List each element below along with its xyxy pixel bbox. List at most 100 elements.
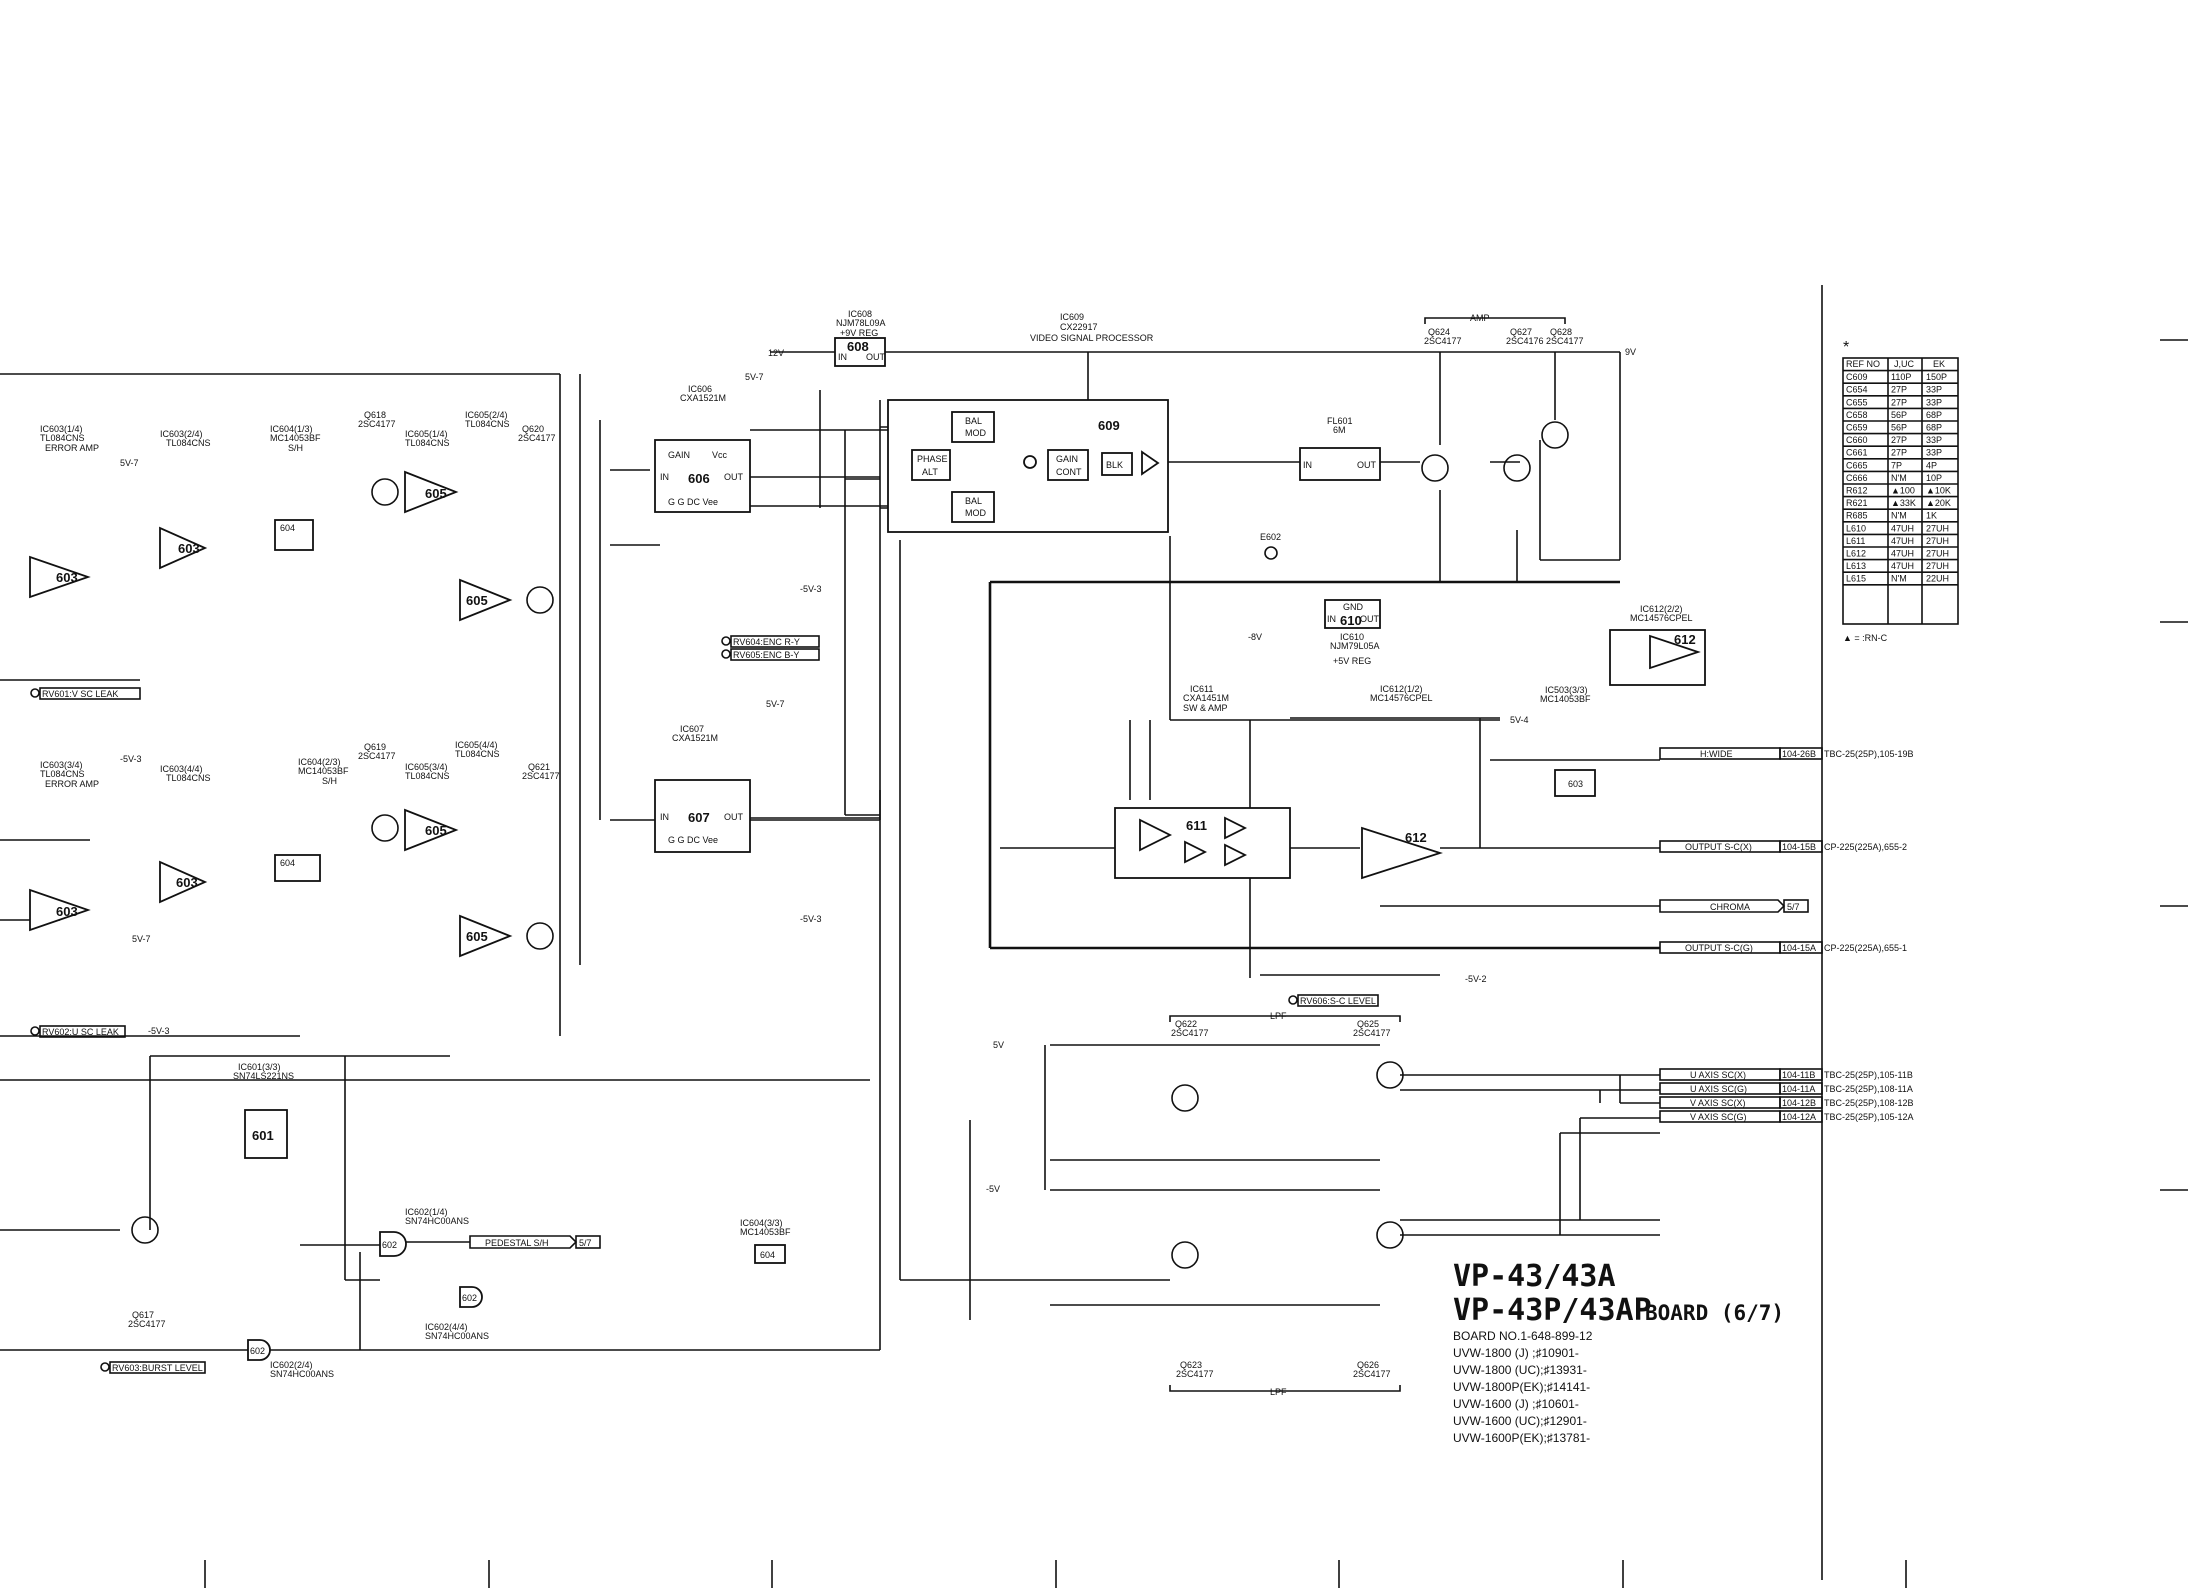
table-cell: L610 (1846, 523, 1866, 533)
ic605-14-ref: IC605(1/4) (405, 429, 448, 439)
ic604b-number: 604 (280, 858, 295, 868)
ic607-out: OUT (724, 812, 744, 822)
svg-text:U AXIS SC(X): U AXIS SC(X) (1690, 1070, 1746, 1080)
rail-m8v: -8V (1248, 632, 1262, 642)
ic503-ref: IC503(3/3) (1545, 685, 1588, 695)
serial-2: UVW-1800 (UC);♯13931- (1453, 1363, 1587, 1377)
ic603a-number: 603 (56, 570, 78, 585)
q625-part: 2SC4177 (1353, 1028, 1391, 1038)
ic603a-block: 603 IC603(1/4) TL084CNS ERROR AMP (29, 424, 99, 599)
ic605b-block: 605 IC605(2/4) TL084CNS (459, 410, 513, 622)
serial-4: UVW-1600 (J) ;♯10601- (1453, 1397, 1579, 1411)
table-cell: 27P (1891, 448, 1907, 458)
ic609-function: VIDEO SIGNAL PROCESSOR (1030, 333, 1154, 343)
ic603d-block: 603 IC603(4/4) TL084CNS (159, 764, 211, 904)
ic610-number: 610 (1340, 613, 1362, 628)
table-cell: C665 (1846, 460, 1868, 470)
conn-u-axis-sc-g: U AXIS SC(G) 104-11A TBC-25(25P),108-11A (1659, 1082, 1913, 1095)
ic605-34-part: TL084CNS (405, 771, 450, 781)
table-cell: 22UH (1926, 574, 1949, 584)
svg-text:5/7: 5/7 (1787, 902, 1800, 912)
ic610-block: GND IN 610 OUT IC610 NJM79L05A +5V REG (1324, 599, 1381, 666)
table-header: REF NO J,UC EK (1846, 359, 1945, 369)
connectors: H:WIDE 104-26B TBC-25(25P),105-19B OUTPU… (469, 747, 1914, 1249)
ic605a-block: 605 IC605(1/4) TL084CNS (404, 429, 459, 514)
svg-text:TBC-25(25P),105-12A: TBC-25(25P),105-12A (1824, 1112, 1914, 1122)
ic503-block: 603 IC503(3/3) MC14053BF (1540, 685, 1596, 797)
ic603-14-part: TL084CNS (40, 433, 85, 443)
ic609-bal-label: BAL (965, 416, 982, 426)
table-asterisk: * (1843, 339, 1849, 356)
q621-ref: Q621 (528, 762, 550, 772)
ic610-part: NJM79L05A (1330, 641, 1380, 651)
ic602-14-part: SN74HC00ANS (405, 1216, 469, 1226)
ic603c-block: 603 IC603(3/4) TL084CNS ERROR AMP (29, 760, 99, 932)
ic610-in: IN (1327, 614, 1336, 624)
table-cell: 33P (1926, 448, 1942, 458)
fl601-in: IN (1303, 460, 1312, 470)
rail-m5v2: -5V-2 (1465, 974, 1487, 984)
q627-ref: Q627 (1510, 327, 1532, 337)
rail-12v: 12V (768, 348, 784, 358)
ic602b-block: 602 IC602(4/4) SN74HC00ANS (425, 1286, 489, 1341)
ic608-in: IN (838, 352, 847, 362)
ic602-24-part: SN74HC00ANS (270, 1369, 334, 1379)
ic503-part: MC14053BF (1540, 694, 1591, 704)
ic603b-number: 603 (178, 541, 200, 556)
rail-sv7-c: 5V-7 (766, 699, 785, 709)
q622-ref: Q622 (1175, 1019, 1197, 1029)
svg-text:H:WIDE: H:WIDE (1700, 749, 1733, 759)
ic603-44-part: TL084CNS (166, 773, 211, 783)
table-cell: N'M (1891, 511, 1907, 521)
table-cell: 150P (1926, 372, 1947, 382)
ic605-44-part: TL084CNS (455, 749, 500, 759)
ic607-in: IN (660, 812, 669, 822)
ic605-24-ref: IC605(2/4) (465, 410, 508, 420)
table-row: R621▲33K▲20K (1846, 498, 1951, 508)
table-cell: ▲20K (1926, 498, 1951, 508)
table-cell: 56P (1891, 423, 1907, 433)
ic609-phase-label: PHASE (917, 454, 948, 464)
svg-text:TBC-25(25P),105-19B: TBC-25(25P),105-19B (1824, 749, 1914, 759)
rail-sv7-b: 5V-7 (132, 934, 151, 944)
table-cell: 47UH (1891, 536, 1914, 546)
fl601-out: OUT (1357, 460, 1377, 470)
q622-part: 2SC4177 (1171, 1028, 1209, 1038)
ic603-14-ref: IC603(1/4) (40, 424, 83, 434)
q618-ref: Q618 (364, 410, 386, 420)
ic611-function: SW & AMP (1183, 703, 1228, 713)
ic611-part: CXA1451M (1183, 693, 1229, 703)
ic604-23-part: MC14053BF (298, 766, 349, 776)
ic602a-block: 602 IC602(1/4) SN74HC00ANS (379, 1207, 469, 1257)
conn-output-sc-g: OUTPUT S-C(G) 104-15A CP-225(225A),655-1 (1659, 941, 1907, 954)
ic612b-part: MC14576CPEL (1630, 613, 1693, 623)
table-cell: 27UH (1926, 523, 1949, 533)
svg-text:EK: EK (1933, 359, 1945, 369)
table-cell: C659 (1846, 423, 1868, 433)
ic612b-number: 612 (1674, 632, 1696, 647)
svg-text:5/7: 5/7 (579, 1238, 592, 1248)
ic608-ref: IC608 (848, 309, 872, 319)
q626-part: 2SC4177 (1353, 1369, 1391, 1379)
ic608-function: +9V REG (840, 328, 878, 338)
ic602-44-part: SN74HC00ANS (425, 1331, 489, 1341)
ic606-number: 606 (688, 471, 710, 486)
svg-text:TBC-25(25P),108-12B: TBC-25(25P),108-12B (1824, 1098, 1914, 1108)
svg-text:V AXIS SC(G): V AXIS SC(G) (1690, 1112, 1747, 1122)
svg-text:104-12B: 104-12B (1782, 1098, 1816, 1108)
serial-5: UVW-1600 (UC);♯12901- (1453, 1414, 1587, 1428)
ic609-part: CX22917 (1060, 322, 1098, 332)
svg-text:CHROMA: CHROMA (1710, 902, 1750, 912)
q620-part: 2SC4177 (518, 433, 556, 443)
serial-3: UVW-1800P(EK);♯14141- (1453, 1380, 1590, 1394)
ic606-in: IN (660, 472, 669, 482)
ic605-14-part: TL084CNS (405, 438, 450, 448)
ic603-14-function: ERROR AMP (45, 443, 99, 453)
